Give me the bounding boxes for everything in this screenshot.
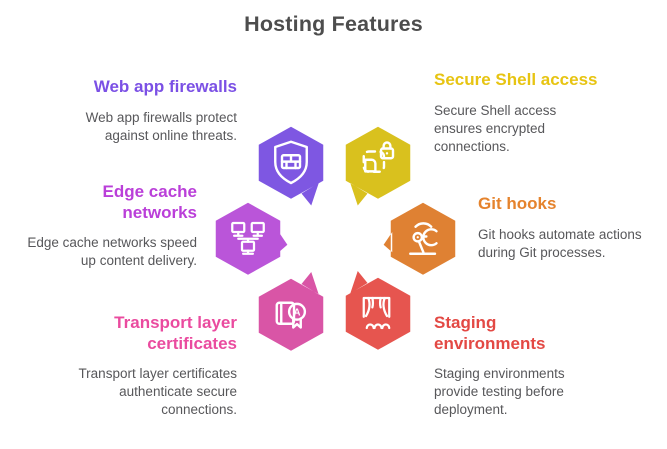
hexagon-shape bbox=[258, 126, 324, 206]
hexagon-shape bbox=[345, 271, 411, 350]
hexagon-git-hooks bbox=[383, 202, 456, 275]
feature-label: Web app firewalls bbox=[93, 77, 237, 96]
hexagon-transport-layer-certificates: A bbox=[258, 272, 324, 351]
network-monitors-icon bbox=[231, 221, 265, 255]
feature-staging-environments: Staging environments Staging environment… bbox=[434, 313, 609, 419]
feature-label: Git hooks bbox=[478, 194, 557, 213]
hexagon-staging-environments bbox=[345, 271, 411, 350]
page-title: Hosting Features bbox=[244, 12, 423, 36]
certificate-award-icon: A bbox=[275, 301, 307, 329]
feature-transport-layer-certificates: Transport layer certificates Transport l… bbox=[27, 313, 237, 419]
feature-label: Staging environments bbox=[434, 313, 546, 353]
feature-git-hooks: Git hooks Git hooks automate actions dur… bbox=[478, 194, 667, 262]
feature-edge-cache-networks: Edge cache networks Edge cache networks … bbox=[0, 182, 197, 270]
firewall-shield-icon bbox=[274, 140, 308, 185]
feature-label: Edge cache networks bbox=[102, 182, 198, 222]
hexagon-shape bbox=[383, 202, 456, 275]
hexagon-shape bbox=[345, 126, 411, 206]
hexagon-secure-shell-access bbox=[345, 126, 411, 206]
feature-description: Edge cache networks speed up content del… bbox=[27, 235, 197, 269]
feature-label: Secure Shell access bbox=[434, 70, 598, 89]
feature-description: Staging environments provide testing bef… bbox=[434, 366, 565, 418]
svg-text:A: A bbox=[293, 308, 300, 319]
feature-description: Web app firewalls protect against online… bbox=[85, 109, 237, 143]
feature-description: Transport layer certificates authenticat… bbox=[78, 366, 237, 418]
feature-secure-shell-access: Secure Shell access Secure Shell access … bbox=[434, 70, 619, 156]
automation-arm-icon bbox=[409, 222, 438, 255]
ssh-lock-icon bbox=[362, 141, 395, 173]
feature-description: Secure Shell access ensures encrypted co… bbox=[434, 102, 557, 154]
hexagon-shape bbox=[258, 272, 324, 351]
hexagon-edge-cache-networks bbox=[215, 202, 288, 275]
feature-web-app-firewalls: Web app firewalls Web app firewalls prot… bbox=[17, 77, 237, 145]
feature-label: Transport layer certificates bbox=[114, 313, 237, 353]
feature-description: Git hooks automate actions during Git pr… bbox=[478, 226, 642, 260]
stage-curtains-icon bbox=[362, 296, 391, 330]
hexagon-web-app-firewalls bbox=[258, 126, 324, 206]
